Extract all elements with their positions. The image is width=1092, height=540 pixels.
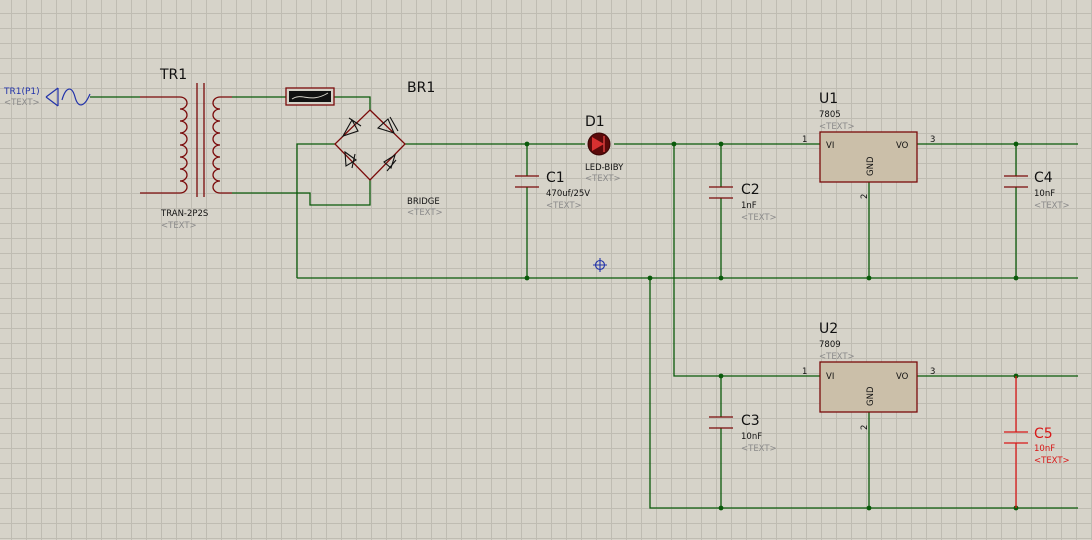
junction-dot [1013, 275, 1019, 281]
bridge-outline [334, 109, 406, 181]
bridge-diodes-icon [341, 116, 399, 172]
u1-ref: U1 [819, 91, 838, 107]
c4-text: <TEXT> [1034, 201, 1070, 211]
c3-value: 10nF [741, 432, 762, 442]
fuse-element [289, 91, 331, 102]
u2-ref: U2 [819, 321, 838, 337]
capacitor-c5-selected[interactable]: C5 10nF <TEXT> [1004, 376, 1070, 508]
fuse[interactable] [285, 87, 335, 106]
c1-text: <TEXT> [546, 201, 582, 211]
wire-ground-rail-bottom[interactable] [649, 278, 1078, 509]
c2-ref: C2 [741, 182, 760, 198]
c2-text: <TEXT> [741, 213, 777, 223]
terminal-arrow-icon [45, 87, 59, 107]
led-diode-icon [592, 137, 604, 151]
u1-pin3: 3 [930, 135, 935, 145]
tr1-ref: TR1 [159, 67, 187, 83]
tr1-primary-leads [140, 96, 180, 194]
tr1-text: <TEXT> [161, 221, 197, 231]
junction-dot [1013, 141, 1019, 147]
terminal-label: TR1(P1) [3, 87, 40, 97]
terminal-text: <TEXT> [4, 98, 40, 108]
br1-text: <TEXT> [407, 208, 443, 218]
c4-value: 10nF [1034, 189, 1055, 199]
u1-vo-label: VO [896, 141, 909, 151]
u1-body [819, 131, 918, 183]
br1-ref: BR1 [407, 80, 435, 96]
c5-value: 10nF [1034, 444, 1055, 454]
ac-source-terminal[interactable]: TR1(P1) <TEXT> [3, 87, 91, 108]
c4-plates [1004, 175, 1028, 188]
br1-value: BRIDGE [407, 197, 440, 207]
junction-dot [524, 141, 530, 147]
regulator-u1[interactable]: U1 7805 <TEXT> VI VO GND 1 2 3 [802, 91, 935, 199]
c3-ref: C3 [741, 413, 760, 429]
u2-pin3: 3 [930, 367, 935, 377]
transformer-tr1[interactable]: TR1 TRAN-2P2S <TEXT> [140, 67, 232, 231]
wire-tr-bridge[interactable] [232, 180, 371, 206]
c1-ref: C1 [546, 170, 565, 186]
junction-dot [718, 141, 724, 147]
capacitor-c2[interactable]: C2 1nF <TEXT> [709, 182, 777, 223]
bridge-rectifier-br1[interactable]: BR1 BRIDGE <TEXT> [334, 80, 443, 218]
u2-vi-label: VI [826, 372, 834, 382]
junction-dot [866, 505, 872, 511]
c3-plates [709, 416, 733, 429]
tr1-value: TRAN-2P2S [160, 209, 208, 219]
wire-bridge-neg[interactable] [296, 143, 335, 278]
u1-value: 7805 [819, 110, 841, 120]
regulator-u2[interactable]: U2 7809 <TEXT> VI VO GND 1 2 3 [802, 321, 935, 430]
u2-text: <TEXT> [819, 352, 855, 362]
fuse-wire-icon [291, 92, 329, 100]
wire-u2-in[interactable] [673, 144, 820, 377]
junction-dot [718, 505, 724, 511]
c5-plates [1004, 431, 1028, 444]
junction-dot [671, 141, 677, 147]
tr1-core [196, 83, 205, 197]
c2-plates [709, 186, 733, 199]
u2-pin2: 2 [860, 425, 870, 430]
c1-plates [515, 175, 539, 188]
u1-pin1: 1 [802, 135, 807, 145]
capacitor-c4[interactable]: C4 10nF <TEXT> [1004, 170, 1070, 211]
u1-pin2: 2 [860, 194, 870, 199]
junction-dot [718, 275, 724, 281]
d1-text: <TEXT> [585, 174, 621, 184]
u2-body [819, 361, 918, 413]
tr1-secondary-coil [212, 96, 221, 194]
ac-sine-icon [61, 88, 91, 106]
junction-dot [647, 275, 653, 281]
u2-gnd-label: GND [866, 386, 876, 406]
u2-pin1: 1 [802, 367, 807, 377]
c5-ref: C5 [1034, 426, 1053, 442]
d1-value: LED-BIBY [585, 163, 624, 173]
wires [90, 96, 1078, 509]
c2-value: 1nF [741, 201, 757, 211]
d1-ref: D1 [585, 114, 605, 130]
junction-dot [866, 275, 872, 281]
junctions [524, 141, 1019, 511]
u1-text: <TEXT> [819, 122, 855, 132]
u1-vi-label: VI [826, 141, 834, 151]
capacitor-c3[interactable]: C3 10nF <TEXT> [709, 413, 777, 454]
c1-value: 470uf/25V [546, 189, 590, 199]
junction-dot [718, 373, 724, 379]
u2-vo-label: VO [896, 372, 909, 382]
c5-text: <TEXT> [1034, 456, 1070, 466]
c4-ref: C4 [1034, 170, 1053, 186]
wire-fuse-bridge[interactable] [334, 96, 371, 110]
led-d1[interactable]: D1 LED-BIBY <TEXT> [585, 114, 624, 184]
tr1-secondary-leads [220, 96, 232, 194]
origin-marker-icon [593, 258, 607, 272]
u2-value: 7809 [819, 340, 841, 350]
c3-text: <TEXT> [741, 444, 777, 454]
capacitor-c1[interactable]: C1 470uf/25V <TEXT> [515, 170, 590, 211]
junction-dot [524, 275, 530, 281]
tr1-primary-coil [179, 96, 188, 194]
u1-gnd-label: GND [866, 156, 876, 176]
